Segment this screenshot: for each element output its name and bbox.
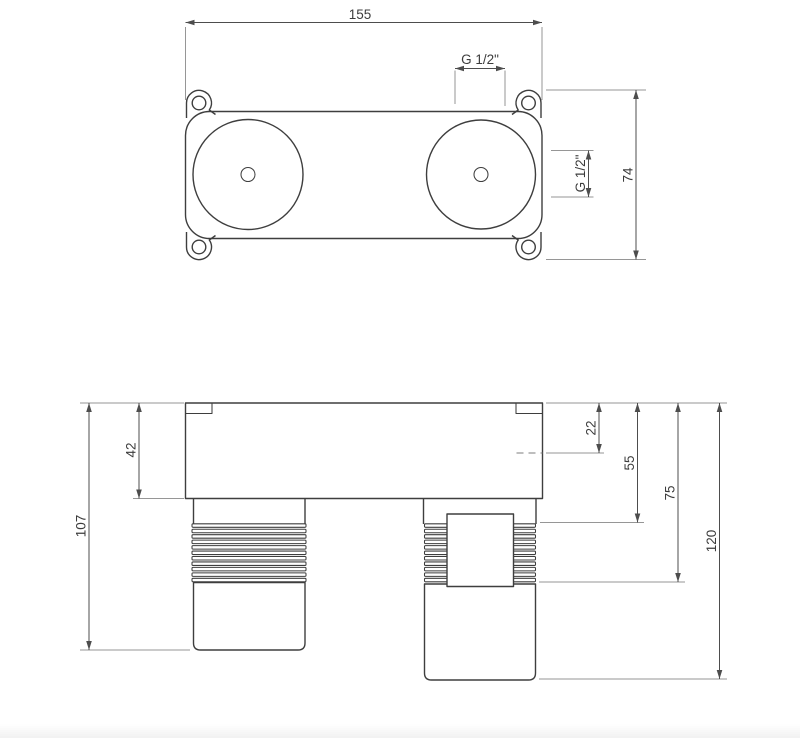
top-view-dimensions: 155 G 1/2" G 1/2" 74 [185,7,646,260]
mounting-plate [184,110,543,240]
dim-label-body-height: 42 [124,442,139,457]
mounting-hole-bottom-left [191,239,207,255]
mounting-ear-top-left [185,89,216,118]
dim-label-overall-height: 120 [704,530,719,553]
dimension-height-to-thread-start: 55 [622,403,641,523]
dim-label-left-leg-overall: 107 [74,515,89,538]
front-view-dimensions: 42 107 22 55 75 120 [74,402,727,680]
right-leg [422,498,537,681]
dimension-side-port-thread: G 1/2" [573,150,592,197]
left-leg-lower-body [192,581,306,651]
port-circle-left [192,118,304,231]
dim-label-height-to-axis: 22 [584,420,599,435]
top-view [184,89,543,261]
dim-label-top-width: 155 [349,7,372,22]
dimension-top-height: 74 [621,90,639,260]
dimension-left-leg-overall: 107 [74,403,92,650]
dim-label-side-port-thread: G 1/2" [573,154,588,192]
dimension-overall-height: 120 [704,403,723,679]
page-bottom-fade [0,724,800,738]
dim-label-height-to-thread-start: 55 [622,455,637,470]
front-view [184,402,544,681]
left-leg [191,498,307,651]
dim-label-height-to-thread-end: 75 [663,485,678,500]
body-notch-right [515,403,543,415]
mounting-ear-bottom-right [511,232,542,261]
right-leg-front-box [446,513,515,588]
port-circle-right [425,119,537,230]
mounting-ear-top-right [511,89,542,118]
mounting-hole-bottom-right [521,239,537,255]
right-leg-lower-body [423,583,537,681]
mounting-hole-top-right [521,95,537,111]
body-notch-left [185,403,213,415]
mounting-hole-top-left [191,95,207,111]
dim-label-top-port-thread: G 1/2" [461,52,499,67]
dim-label-top-height: 74 [621,167,636,183]
valve-body [184,402,544,500]
port-center-hole-right [473,166,489,183]
dimension-height-to-axis: 22 [584,403,602,453]
dimension-height-to-thread-end: 75 [663,403,681,582]
mounting-ear-bottom-left [185,232,216,261]
port-center-hole-left [240,166,256,183]
dimension-top-port-thread: G 1/2" [455,52,505,72]
dimension-top-width: 155 [185,7,542,26]
left-leg-thread [191,523,307,583]
dimension-body-height: 42 [124,403,142,499]
